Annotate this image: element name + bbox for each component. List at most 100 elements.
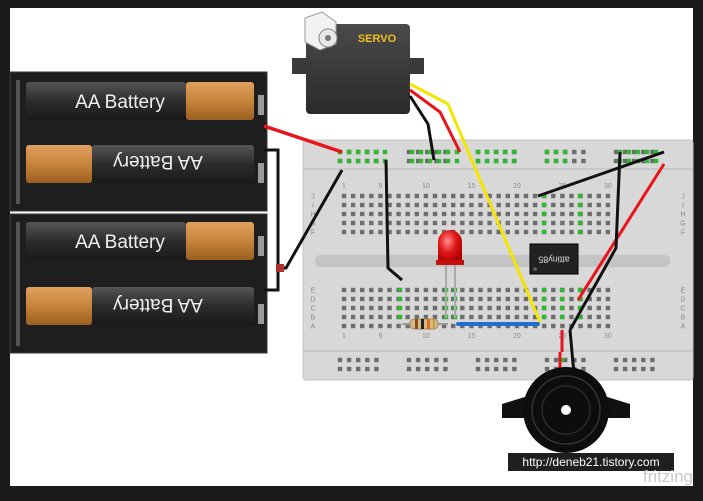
battery-cell: AA Battery [26,222,254,260]
breadboard-hole [650,149,655,155]
breadboard-hole [541,193,547,199]
breadboard-hole [577,229,583,235]
breadboard-hole [523,296,529,302]
breadboard-hole [414,305,419,311]
breadboard-hole [341,305,347,311]
breadboard-hole [559,314,565,320]
breadboard-hole [551,323,556,329]
breadboard-hole [475,366,481,372]
breadboard-hole [484,366,490,372]
breadboard-hole [387,193,392,199]
breadboard-hole [632,149,637,155]
wire-ground-jumper [384,159,403,282]
breadboard-hole [405,287,410,293]
breadboard-hole [423,287,429,293]
resistor-band [427,319,430,329]
breadboard-hole [562,158,568,164]
breadboard-hole [511,158,517,164]
breadboard-hole [396,323,401,329]
breadboard-hole [496,314,501,320]
battery-pack-1: AA Battery AA Battery [9,71,268,212]
breadboard-hole [581,357,586,363]
breadboard-hole [387,323,392,329]
breadboard-hole [493,149,499,155]
chip-pin1-marker [533,267,537,271]
row-letter: G [310,221,315,228]
breadboard-hole [432,193,438,199]
breadboard-hole [605,305,611,311]
breadboard-hole [423,220,429,226]
breadboard-hole [514,296,520,302]
breadboard-hole [569,314,574,320]
breadboard-hole [523,314,529,320]
breadboard-hole [541,296,547,302]
breadboard-hole [378,211,383,217]
battery-cell-body [92,145,254,183]
breadboard-hole [632,366,637,372]
battery-label: AA Battery [113,294,203,315]
battery-clip-left-1 [16,80,20,204]
breadboard-hole [551,314,556,320]
breadboard-hole [360,287,365,293]
breadboard-hole [502,158,508,164]
breadboard-hole [365,357,370,363]
breadboard-hole [551,202,556,208]
breadboard-hole [581,149,586,155]
breadboard-hole [551,229,556,235]
breadboard-hole [425,366,430,372]
breadboard-hole [581,158,586,164]
breadboard-hole [572,357,577,363]
breadboard-hole [434,366,439,372]
breadboard-hole [350,202,356,208]
breadboard-hole [478,229,483,235]
breadboard-hole [596,305,601,311]
breadboard-hole [544,158,550,164]
breadboard-hole [587,202,592,208]
row-letter: A [311,324,316,331]
breadboard-hole [532,229,538,235]
battery-pack-2: AA Battery AA Battery [9,213,268,354]
breadboard-hole [569,220,574,226]
breadboard-hole [587,229,592,235]
breadboard-hole [369,193,374,199]
breadboard-hole [443,158,448,164]
wire-rail-black [537,150,665,198]
breadboard-hole [622,158,628,164]
breadboard-hole [487,229,492,235]
breadboard-hole [441,323,447,329]
breadboard-hole [387,211,392,217]
battery-cell-copper [186,222,254,260]
breadboard-hole [441,211,447,217]
breadboard-hole [346,149,352,155]
resistor [402,318,448,330]
column-number-top: 30 [604,183,612,190]
row-letter: A [681,324,686,331]
breadboard-hole [577,211,583,217]
breadboard-hole [423,314,429,320]
breadboard-hole [432,202,438,208]
breadboard-hole [587,296,592,302]
breadboard-hole [341,202,347,208]
breadboard-hole [605,193,611,199]
battery-cell: AA Battery [26,82,254,120]
breadboard-hole [541,211,547,217]
breadboard-hole [443,149,448,155]
breadboard-hole [396,211,401,217]
battery-terminal-1a [258,95,264,115]
breadboard-hole [475,149,481,155]
breadboard-hole [415,158,421,164]
breadboard-hole [596,314,601,320]
breadboard-hole [532,296,538,302]
breadboard-hole [445,149,451,155]
battery-label: AA Battery [75,232,165,253]
breadboard-hole [415,357,421,363]
breadboard-hole [434,149,439,155]
breadboard-hole [577,202,583,208]
breadboard-hole [451,323,456,329]
breadboard-hole [613,366,619,372]
breadboard-hole [511,149,517,155]
breadboard-hole [423,202,429,208]
breadboard-hole [503,366,508,372]
breadboard-hole [415,366,421,372]
breadboard-hole [378,323,383,329]
